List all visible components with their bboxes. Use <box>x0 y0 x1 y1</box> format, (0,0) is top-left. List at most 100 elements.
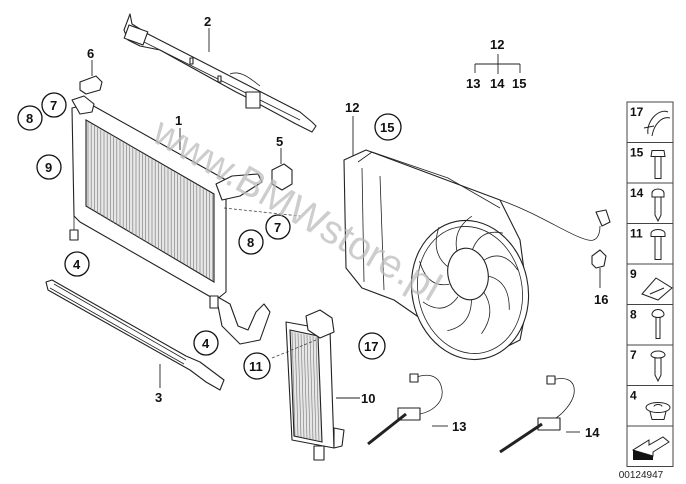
pin-rivet-icon-shape <box>651 309 665 339</box>
legend-cell-border <box>626 182 674 224</box>
intercooler-fins <box>291 331 320 441</box>
part-label-12: 12 <box>345 100 359 115</box>
intercooler-part[interactable] <box>285 309 345 461</box>
callout-7b[interactable]: 7 <box>265 214 291 240</box>
hose-clamp-icon-shape <box>643 110 671 137</box>
callout-label: 4 <box>73 257 81 272</box>
callout-label: 7 <box>274 220 281 235</box>
drawing-number: 00124947 <box>619 470 664 481</box>
legend-cell-border <box>626 344 674 386</box>
part-label-13: 13 <box>452 419 466 434</box>
part-label-16: 16 <box>594 292 608 307</box>
legend-number: 11 <box>630 227 643 241</box>
callout-label: 7 <box>50 98 57 113</box>
intercooler-fin <box>303 334 308 439</box>
fan-blade <box>487 275 510 310</box>
arrow-direction-icon-shape <box>631 436 670 457</box>
legend-number: 17 <box>630 105 644 119</box>
intercooler-fin <box>306 334 311 440</box>
legend-number: 4 <box>630 389 637 403</box>
expanding-rivet-icon <box>650 350 666 383</box>
legend-cell[interactable]: 14 <box>626 182 674 224</box>
torx-screw-icon-shape <box>650 229 666 260</box>
hex-bolt-icon <box>650 150 666 179</box>
part-label-2: 2 <box>204 14 211 29</box>
group-child-label: 13 <box>466 76 480 91</box>
legend-cell-border <box>626 142 674 184</box>
fan-shroud-part[interactable] <box>343 149 611 371</box>
intercooler-fin <box>297 333 302 438</box>
rubber-mount-part-5[interactable] <box>271 163 293 191</box>
clip-nut-icon-shape <box>641 277 673 301</box>
legend-number: 8 <box>630 308 637 322</box>
legend-cell[interactable]: 7 <box>626 344 674 386</box>
legend-cell-border <box>626 304 674 346</box>
rubber-grommet-icon <box>645 402 671 420</box>
callout-9[interactable]: 9 <box>36 154 62 180</box>
callout-11[interactable]: 11 <box>243 352 271 380</box>
fan-blade <box>481 291 491 335</box>
callout-17[interactable]: 17 <box>358 332 386 360</box>
callout-label: 8 <box>26 111 33 126</box>
callout-label: 9 <box>45 160 52 175</box>
hex-bolt-icon-shape <box>650 150 666 179</box>
callout-label: 17 <box>364 339 378 354</box>
legend-cell-border <box>626 223 674 265</box>
group-child-label: 15 <box>512 76 526 91</box>
intercooler-fin <box>300 333 305 438</box>
callout-8a[interactable]: 8 <box>17 105 43 131</box>
upper-bracket-part[interactable] <box>123 13 317 133</box>
lower-bracket-part[interactable] <box>45 279 225 391</box>
intercooler-fin <box>315 336 320 441</box>
group-parent-label: 12 <box>490 37 504 52</box>
self-tapping-screw-icon <box>651 188 665 223</box>
legend-cell[interactable]: 8 <box>626 304 674 346</box>
fan-blade <box>422 296 459 309</box>
intercooler-fin <box>294 332 299 437</box>
self-tapping-screw-icon-shape <box>651 188 665 223</box>
fan-blade <box>483 255 519 271</box>
callout-8b[interactable]: 8 <box>238 229 264 255</box>
group-tree: 12 13 14 15 <box>466 37 526 91</box>
legend-number: 7 <box>630 348 637 362</box>
legend-cell[interactable]: 15 <box>626 142 674 184</box>
fan-blade <box>419 260 450 286</box>
callout-4a[interactable]: 4 <box>64 251 90 277</box>
group-child-label: 14 <box>490 76 505 91</box>
part-label-10: 10 <box>361 391 375 406</box>
callout-label: 8 <box>247 235 254 250</box>
callout-15[interactable]: 15 <box>374 113 402 141</box>
part-label-6: 6 <box>87 46 94 61</box>
part-label-3: 3 <box>155 390 162 405</box>
legend-cell[interactable] <box>626 425 674 467</box>
bracket-part-6[interactable] <box>79 75 103 95</box>
torx-screw-icon <box>650 229 666 260</box>
grommet-part-16[interactable] <box>591 249 607 269</box>
part-label-1: 1 <box>175 113 182 128</box>
radiator-part[interactable] <box>69 95 271 345</box>
fan-blade <box>447 299 472 332</box>
legend-cell[interactable]: 9 <box>626 263 674 305</box>
legend-cell[interactable]: 11 <box>626 223 674 265</box>
callout-label: 11 <box>249 359 263 374</box>
fan-blade <box>471 231 504 253</box>
radiator-fins <box>87 122 214 281</box>
legend-number: 14 <box>630 186 644 200</box>
fan-blade <box>435 227 450 269</box>
rubber-grommet-icon-shape <box>645 402 671 420</box>
cable-tie-part-13[interactable] <box>367 373 443 446</box>
hose-clamp-icon <box>643 110 671 137</box>
legend-number: 15 <box>630 146 644 160</box>
legend-cell[interactable]: 17 <box>626 101 674 143</box>
part-label-14: 14 <box>585 425 600 440</box>
callout-4b[interactable]: 4 <box>193 330 219 356</box>
callout-label: 4 <box>202 336 210 351</box>
legend-cell[interactable]: 4 <box>626 385 674 427</box>
callout-7a[interactable]: 7 <box>41 92 67 118</box>
intercooler-fin <box>312 336 317 441</box>
pin-rivet-icon <box>651 309 665 339</box>
fan-blades <box>419 215 519 335</box>
cable-tie-part-14[interactable] <box>499 375 575 454</box>
clip-nut-icon <box>641 277 673 301</box>
